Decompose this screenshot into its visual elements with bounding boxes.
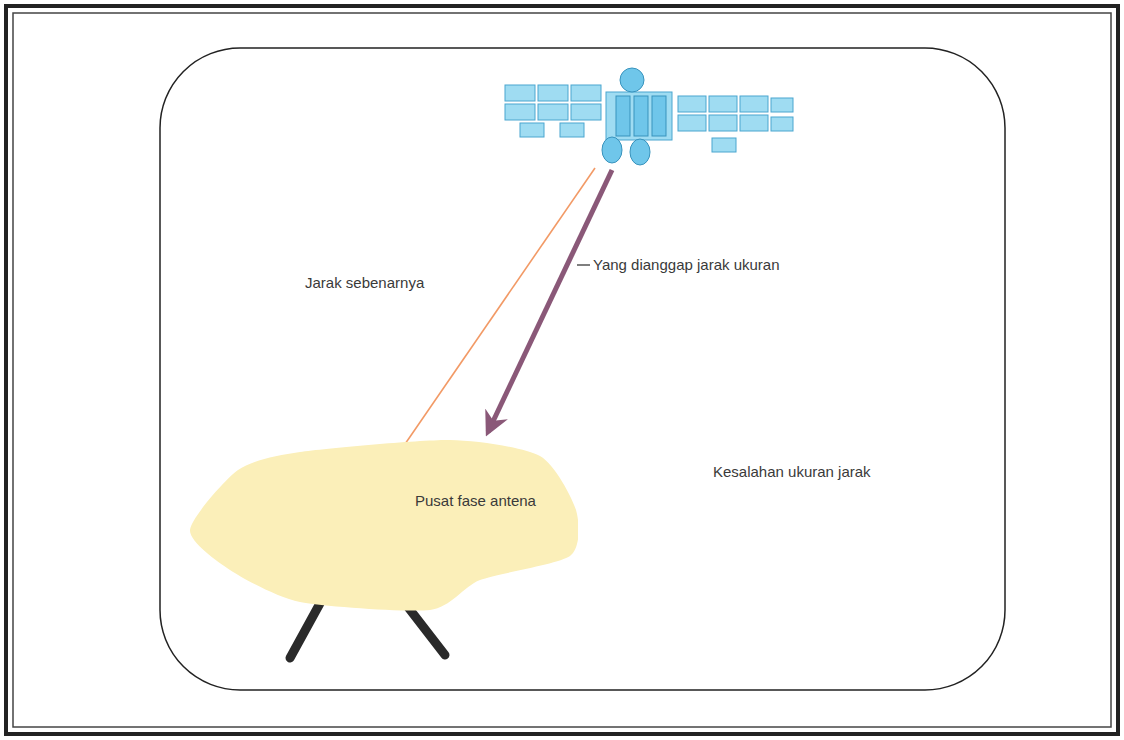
inner-frame: [13, 13, 1111, 727]
rounded-panel: [160, 48, 1005, 690]
region-shape: [188, 438, 578, 613]
annotation-label: Jarak sebenarnya: [305, 274, 424, 292]
region-fill: [190, 440, 578, 611]
phase-center-region: Pusat fase antena: [188, 438, 578, 613]
annotation-label: Kesalahan ukuran jarak: [713, 463, 871, 481]
satellite-icon: [505, 68, 793, 165]
leader-line: [577, 264, 590, 266]
annotation-label: Yang dianggap jarak ukuran: [593, 256, 780, 274]
outer-frame: [6, 6, 1118, 734]
measured-distance-arrow: [488, 170, 612, 432]
region-label: Pusat fase antena: [415, 492, 536, 510]
